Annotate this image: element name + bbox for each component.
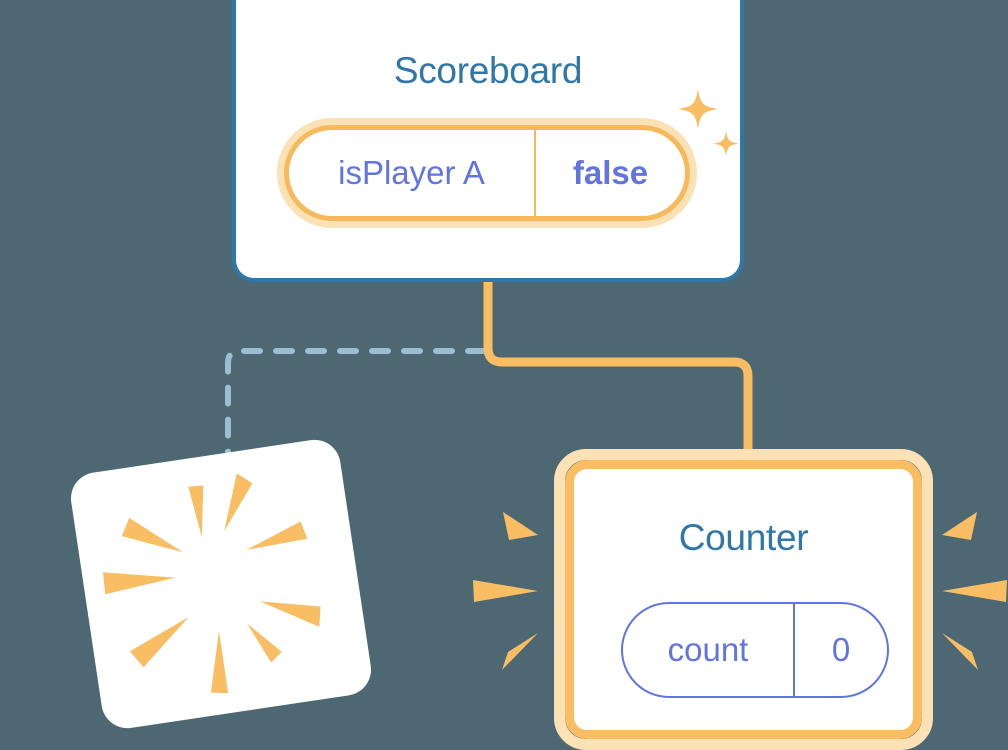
pill-glow-ring: [277, 118, 697, 228]
burst-ray-icon: [260, 601, 321, 627]
burst-ray-icon: [129, 617, 189, 668]
burst-ray-icon: [942, 633, 978, 670]
burst-ray-icon: [247, 623, 282, 663]
burst-ray-icon: [246, 521, 308, 550]
card-counter[interactable]: Counter count 0: [554, 449, 933, 750]
counter-property-key: count: [667, 631, 749, 668]
card-blank-tilted[interactable]: [67, 436, 375, 732]
scoreboard-title: Scoreboard: [393, 50, 583, 91]
burst-ray-icon: [188, 485, 204, 538]
connector-solid-scoreboard-to-counter: [483, 277, 753, 460]
counter-title: Counter: [678, 517, 809, 558]
counter-property-pill[interactable]: count 0: [621, 602, 889, 698]
burst-ray-icon: [942, 580, 1007, 602]
card-counter-body: Counter count 0: [565, 460, 922, 739]
pill-ring: isPlayer A false: [284, 125, 690, 221]
burst-rays-blank-card: [102, 473, 321, 694]
scoreboard-property-pill[interactable]: isPlayer A false: [277, 118, 697, 228]
sparkle-large-icon: [678, 89, 718, 129]
scoreboard-property-key: isPlayer A: [338, 154, 485, 191]
burst-ray-icon: [210, 630, 229, 694]
burst-ray-icon: [121, 517, 183, 553]
burst-ray-icon: [473, 580, 538, 602]
counter-property-value: 0: [793, 604, 887, 696]
sparkle-group: [678, 89, 739, 157]
burst-ray-icon: [942, 512, 977, 540]
burst-ray-icon: [102, 572, 176, 595]
burst-ray-icon: [503, 512, 538, 540]
burst-ray-icon: [502, 633, 538, 670]
sparkle-small-icon: [713, 131, 739, 157]
scoreboard-property-value: false: [534, 130, 685, 216]
burst-ray-icon: [224, 473, 253, 531]
